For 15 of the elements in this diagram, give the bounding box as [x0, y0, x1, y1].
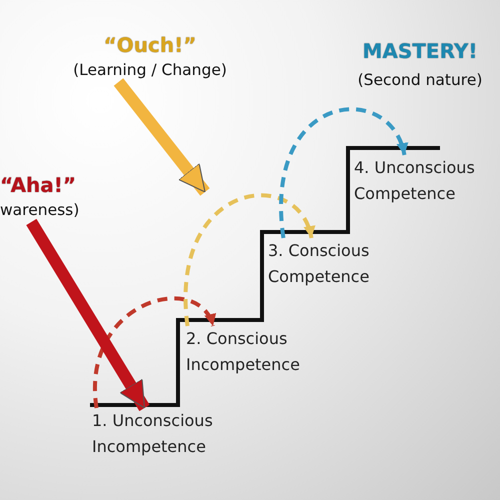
arrow [114, 78, 210, 196]
heading-text: MASTERY! [362, 38, 478, 64]
stage-label: 3. Conscious Competence [268, 241, 370, 286]
exclamation-heading: “Ouch!” [102, 32, 198, 58]
arrow [26, 218, 150, 412]
dashed-arrow [184, 194, 314, 326]
caption-text: (Learning / Change) [72, 60, 228, 81]
exclamation-heading: “Aha!” [0, 172, 78, 198]
stage-label: 4. Unconscious Competence [354, 158, 475, 203]
subtitle-text: (Second nature) [356, 70, 484, 91]
dashed-arrow [93, 296, 215, 408]
dashed-arrow [279, 107, 406, 238]
stage-label: 2. Conscious Incompetence [186, 329, 300, 374]
caption-text: wareness) [0, 200, 80, 221]
stage-label: 1. Unconscious Incompetence [92, 411, 213, 456]
